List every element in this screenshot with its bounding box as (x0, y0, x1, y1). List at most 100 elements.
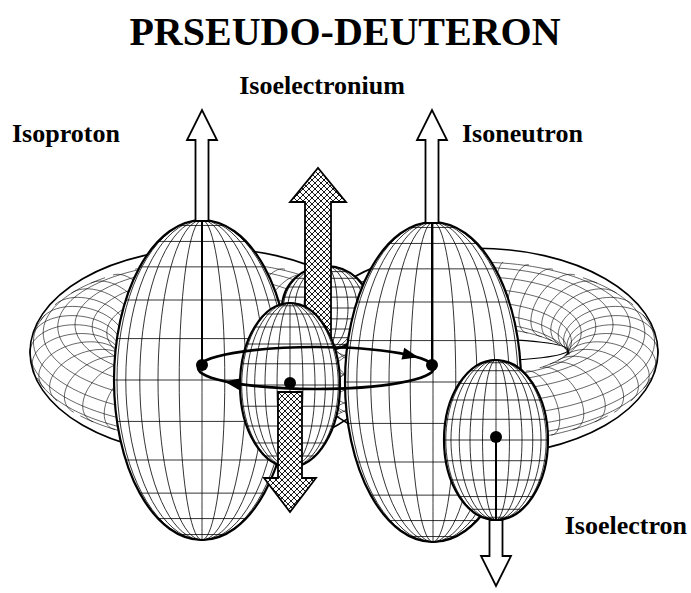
torus-mesh (585, 342, 589, 343)
torus-mesh (569, 298, 572, 300)
torus-mesh (551, 302, 555, 304)
torus-mesh (610, 313, 611, 316)
torus-mesh (639, 368, 643, 372)
torus-mesh (520, 280, 526, 281)
torus-mesh (511, 305, 516, 306)
torus-mesh (577, 392, 579, 395)
torus-mesh (571, 309, 574, 312)
torus-mesh (556, 311, 558, 314)
torus-mesh (620, 347, 623, 350)
torus-mesh (577, 367, 580, 369)
torus-mesh (526, 371, 532, 372)
torus-mesh (554, 381, 561, 383)
torus-mesh (612, 319, 613, 322)
torus-mesh (567, 286, 570, 288)
torus-mesh (552, 371, 558, 373)
torus-mesh (549, 282, 552, 284)
torus-mesh (605, 400, 606, 403)
torus-mesh (575, 350, 579, 351)
torus-mesh (573, 343, 576, 345)
torus-mesh (602, 316, 607, 317)
torus-mesh (539, 272, 541, 274)
torus-mesh (596, 395, 603, 398)
torus-mesh (621, 335, 625, 336)
torus-mesh (558, 406, 566, 408)
torus-mesh (577, 352, 580, 354)
torus-mesh (607, 353, 611, 355)
torus-mesh (557, 277, 560, 278)
torus-mesh (595, 296, 598, 299)
torus-mesh (590, 383, 596, 386)
torus-mesh (530, 295, 535, 296)
torus-mesh (533, 272, 539, 273)
torus-mesh (501, 264, 502, 265)
torus-mesh (635, 372, 639, 376)
torus-mesh (580, 372, 586, 374)
torus-mesh (576, 388, 583, 390)
torus-mesh (582, 337, 586, 339)
torus-mesh (566, 300, 569, 303)
torus-mesh (586, 373, 589, 376)
torus-mesh (652, 338, 654, 341)
torus-mesh (555, 295, 558, 298)
torus-mesh (577, 300, 580, 302)
torus-mesh (517, 272, 518, 274)
torus-mesh (543, 365, 547, 366)
torus-mesh (580, 292, 584, 294)
torus-mesh (531, 326, 532, 328)
torus-mesh (606, 359, 610, 362)
torus-mesh (568, 416, 576, 418)
torus-mesh (541, 312, 545, 313)
torus-mesh (526, 289, 528, 292)
torus-mesh (542, 285, 547, 286)
torus-mesh (583, 278, 590, 280)
torus-mesh (605, 403, 611, 406)
torus-mesh (649, 372, 652, 376)
torus-mesh (552, 364, 557, 366)
torus-mesh (644, 345, 647, 347)
torus-mesh (568, 380, 570, 383)
torus-mesh (627, 362, 631, 365)
torus-mesh (579, 324, 580, 326)
torus-mesh (581, 314, 585, 316)
torus-mesh (542, 330, 543, 332)
torus-mesh (563, 325, 565, 327)
torus-mesh (543, 299, 547, 300)
torus-mesh (628, 334, 629, 337)
torus-mesh (582, 400, 589, 402)
torus-mesh (602, 377, 608, 380)
torus-mesh (552, 297, 555, 300)
torus-mesh (513, 269, 520, 270)
torus-mesh (594, 319, 595, 322)
torus-mesh (595, 361, 599, 363)
torus-mesh (559, 326, 560, 329)
torus-mesh (550, 388, 552, 391)
torus-mesh (558, 308, 560, 311)
torus-mesh (643, 340, 644, 344)
torus-mesh (602, 285, 608, 288)
torus-mesh (628, 317, 629, 320)
torus-mesh (534, 296, 538, 297)
torus-mesh (627, 326, 631, 327)
torus-mesh (580, 369, 583, 371)
torus-mesh (584, 411, 591, 413)
torus-mesh (654, 334, 655, 338)
torus-mesh (583, 358, 587, 360)
torus-mesh (573, 297, 576, 299)
torus-mesh (610, 294, 614, 297)
torus-mesh (557, 278, 563, 280)
torus-mesh (573, 363, 578, 365)
torus-mesh (561, 291, 565, 293)
torus-mesh (598, 351, 602, 352)
torus-mesh (618, 359, 622, 361)
torus-mesh (618, 397, 624, 400)
torus-mesh (580, 357, 584, 358)
torus-mesh (554, 394, 562, 396)
torus-mesh (622, 402, 623, 404)
torus-mesh (533, 372, 535, 373)
torus-mesh (591, 360, 595, 362)
torus-mesh (580, 398, 581, 401)
torus-mesh (555, 278, 558, 280)
torus-mesh (629, 320, 630, 323)
torus-mesh (638, 356, 641, 359)
